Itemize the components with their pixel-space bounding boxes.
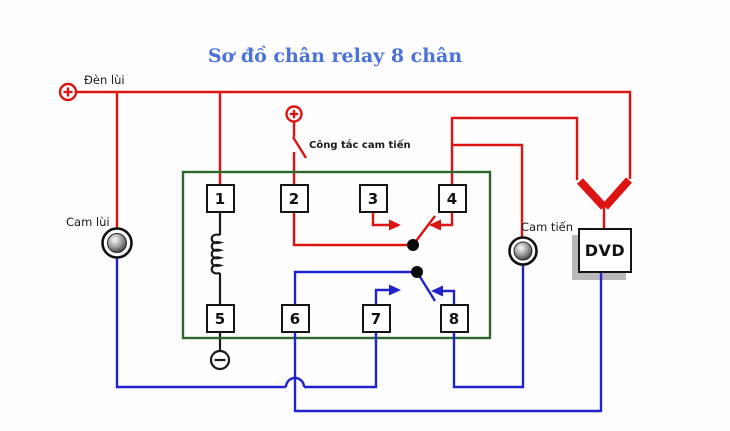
relay-pin-7: 7 (361, 304, 391, 333)
reverse-light-power-wire (76, 90, 632, 229)
relay-pin-5: 5 (205, 304, 235, 333)
relay-pin-2: 2 (279, 184, 309, 213)
pin4-output-wire (450, 116, 579, 238)
relay-pin-1: 1 (205, 184, 235, 213)
diagram-title: Sơ đồ chân relay 8 chân (207, 45, 463, 67)
relay-pin-4: 4 (437, 184, 467, 213)
relay-body-outline (181, 170, 492, 340)
relay-pin-8: 8 (439, 304, 469, 333)
forward-camera-signal-wire (452, 263, 525, 389)
forward-cam-switch-symbol (285, 105, 308, 186)
forward-cam-switch-label: Công tắc cam tiến (309, 140, 411, 151)
dvd-signal-wire (293, 272, 603, 413)
reverse-light-label: Đèn lùi (84, 73, 125, 87)
relay-pin-3: 3 (358, 184, 388, 213)
minus-terminal-icon (209, 331, 231, 371)
relay-pin-6: 6 (280, 304, 310, 333)
reverse-camera-signal-wire (115, 257, 378, 389)
plus-terminal-icon (58, 82, 78, 102)
reverse-camera-label: Cam lùi (66, 215, 110, 229)
forward-camera-label: Cam tiến (521, 220, 574, 234)
forward-camera-icon (508, 236, 538, 266)
video-plug-connector-icon (577, 177, 632, 230)
relay-contact-blue (293, 266, 456, 306)
relay-contact-red (292, 212, 454, 251)
relay-coil-icon (210, 211, 225, 306)
dvd-unit-box: DVD (578, 228, 632, 273)
reverse-camera-icon (101, 227, 133, 259)
